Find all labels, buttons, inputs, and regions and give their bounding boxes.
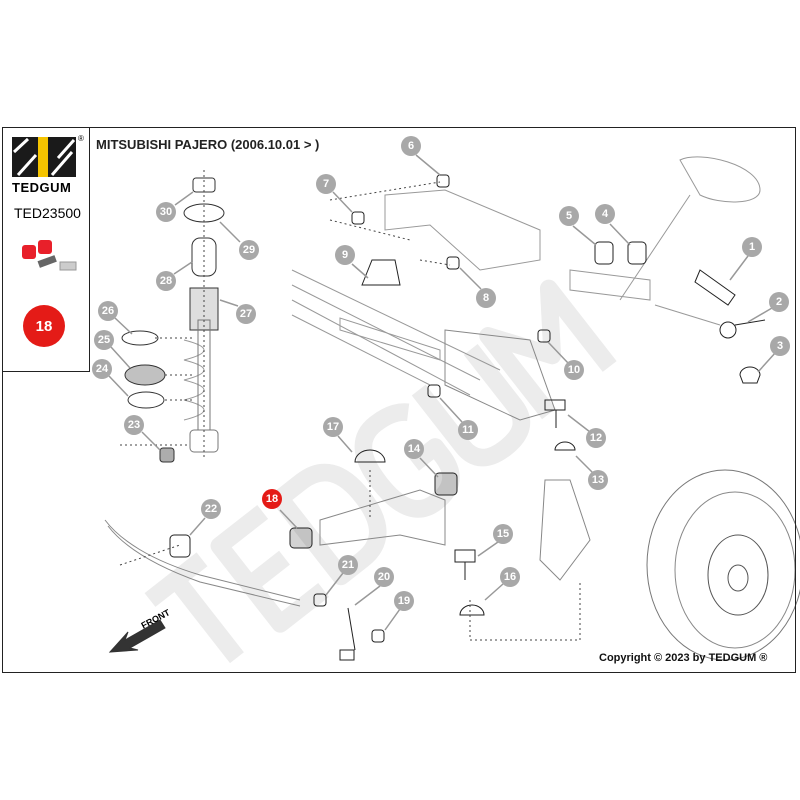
callout-11[interactable]: 11 [458,420,478,440]
callout-21[interactable]: 21 [338,555,358,575]
callout-28[interactable]: 28 [156,271,176,291]
callout-6[interactable]: 6 [401,136,421,156]
callout-24[interactable]: 24 [92,359,112,379]
callout-15[interactable]: 15 [493,524,513,544]
product-info-box [2,127,90,372]
callout-1[interactable]: 1 [742,237,762,257]
callout-9[interactable]: 9 [335,245,355,265]
callout-4[interactable]: 4 [595,204,615,224]
callout-12[interactable]: 12 [586,428,606,448]
axle-arm [384,156,761,326]
part-code: TED23500 [14,205,81,221]
callout-3[interactable]: 3 [770,336,790,356]
callout-13[interactable]: 13 [588,470,608,490]
callout-8[interactable]: 8 [476,288,496,308]
callout-30[interactable]: 30 [156,202,176,222]
copyright: Copyright © 2023 by TEDGUM ® [599,652,768,664]
vehicle-title: MITSUBISHI PAJERO (2006.10.01 > ) [96,137,320,152]
callout-22[interactable]: 22 [201,499,221,519]
front-arrow-icon [108,619,166,653]
callout-arrows [108,154,777,631]
brand-name: TEDGUM [12,180,72,195]
callout-20[interactable]: 20 [374,567,394,587]
lower-control-arm [104,174,766,661]
callout-14[interactable]: 14 [404,439,424,459]
diagram-frame [2,127,796,673]
callout-17[interactable]: 17 [323,417,343,437]
callout-29[interactable]: 29 [239,240,259,260]
callout-19[interactable]: 19 [394,591,414,611]
callout-5[interactable]: 5 [559,206,579,226]
wheel-tire [646,469,800,661]
callout-18[interactable]: 18 [262,489,282,509]
chassis-frame [291,269,501,396]
callout-27[interactable]: 27 [236,304,256,324]
registered-mark: ® [78,134,84,143]
callout-23[interactable]: 23 [124,415,144,435]
callout-25[interactable]: 25 [94,330,114,350]
highlight-badge: 18 [23,305,65,347]
callout-7[interactable]: 7 [316,174,336,194]
callout-10[interactable]: 10 [564,360,584,380]
callout-16[interactable]: 16 [500,567,520,587]
callout-2[interactable]: 2 [769,292,789,312]
callout-26[interactable]: 26 [98,301,118,321]
